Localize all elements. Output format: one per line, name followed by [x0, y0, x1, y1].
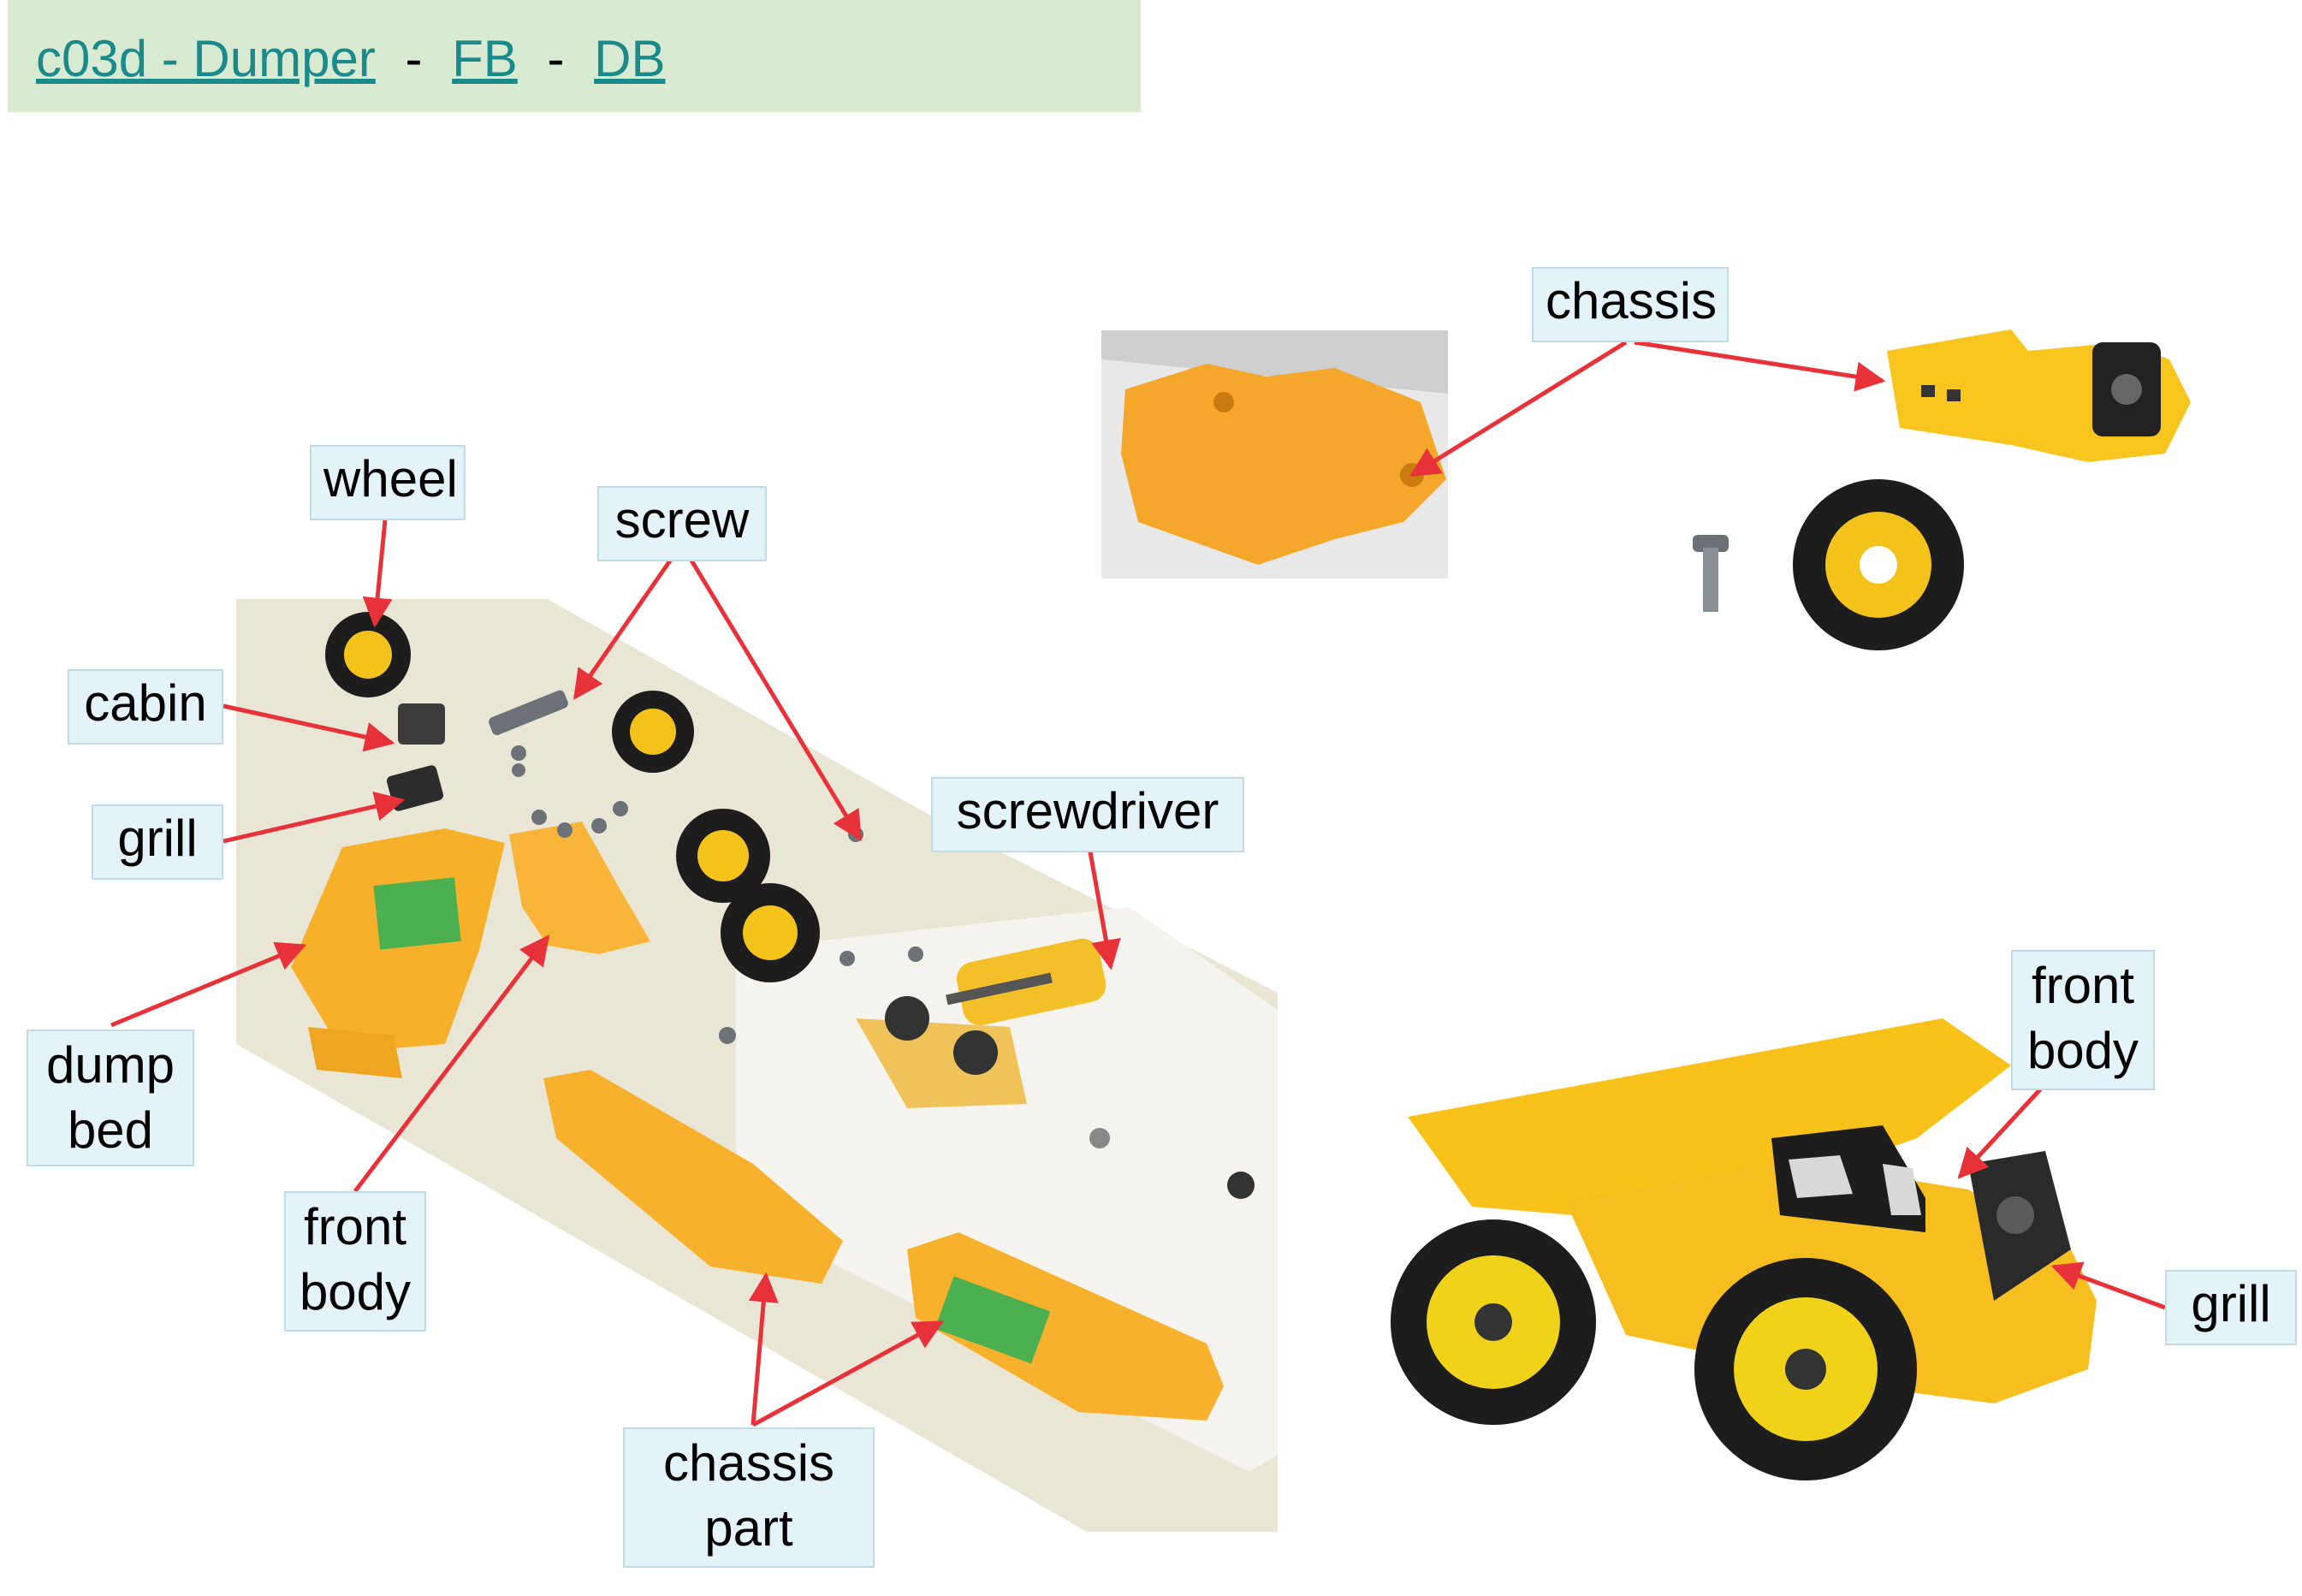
arrow-chassis-closeup — [1409, 340, 1628, 478]
fb-link[interactable]: FB — [452, 30, 518, 87]
screw-parts — [489, 690, 923, 1044]
label-text: grill — [117, 810, 198, 867]
header-links: c03d - Dumper - FB - DB — [36, 29, 666, 88]
wheel-product-photo — [1793, 479, 1964, 650]
arrow-grill-right — [2050, 1261, 2166, 1310]
label-chassis-top: chassis — [1532, 267, 1729, 342]
arrow-chassis-product — [1634, 340, 1886, 392]
separator: - — [405, 30, 423, 87]
db-link[interactable]: DB — [594, 30, 666, 87]
label-grill-right: grill — [2165, 1270, 2297, 1345]
title-link[interactable]: c03d - Dumper — [36, 30, 376, 87]
label-text: front — [303, 1198, 407, 1255]
label-text: grill — [2191, 1275, 2271, 1332]
wheel-part — [325, 612, 820, 982]
label-wheel: wheel — [310, 445, 466, 520]
label-text: body — [299, 1263, 412, 1320]
separator: - — [547, 30, 565, 87]
label-text: part — [704, 1499, 793, 1557]
arrow-dump-bed — [110, 941, 307, 1028]
label-screw: screw — [597, 486, 767, 561]
label-chassis-part: chassis part — [623, 1427, 875, 1568]
arrow-chassis-part-1 — [748, 1272, 779, 1426]
front-body-part — [509, 822, 650, 954]
dump-bed-part — [291, 828, 505, 1078]
arrow-screwdriver — [1087, 846, 1121, 970]
header-bar: c03d - Dumper - FB - DB — [8, 0, 1141, 112]
label-text: wheel — [323, 450, 458, 507]
label-grill-left: grill — [92, 804, 223, 880]
arrow-screw-1 — [573, 550, 679, 700]
label-text: dump — [45, 1036, 175, 1094]
label-text: chassis — [662, 1434, 835, 1492]
label-text: front — [2031, 957, 2135, 1014]
screw-product-photo — [1693, 535, 1729, 612]
chassis-part-pieces — [543, 1070, 1224, 1421]
label-front-body-right: front body — [2011, 950, 2155, 1090]
arrow-front-body-right — [1957, 1087, 2043, 1179]
screwdriver-part — [946, 938, 1107, 1026]
label-text: chassis — [1546, 272, 1718, 329]
label-screwdriver: screwdriver — [931, 777, 1244, 852]
label-text: screw — [614, 491, 750, 549]
label-text: screwdriver — [956, 782, 1219, 840]
arrow-wheel — [362, 519, 393, 628]
arrow-screw-2 — [684, 550, 863, 841]
parts-photo — [236, 599, 1278, 1532]
label-front-body-left: front body — [284, 1191, 426, 1332]
chassis-closeup-photo — [1101, 330, 1448, 578]
label-text: cabin — [84, 674, 207, 732]
assembled-dumper-photo — [1391, 1018, 2097, 1480]
annotation-arrows — [110, 340, 2166, 1427]
label-text: body — [2026, 1022, 2139, 1079]
label-cabin: cabin — [68, 669, 223, 745]
cabin-part — [398, 703, 445, 745]
arrow-cabin — [222, 703, 395, 752]
arrow-chassis-part-2 — [751, 1320, 945, 1427]
instruction-sheet-art — [856, 996, 1255, 1199]
label-text: bed — [67, 1101, 154, 1159]
arrow-grill-left — [222, 791, 406, 844]
arrow-front-body-left — [353, 934, 550, 1193]
label-dump-bed: dump bed — [27, 1029, 194, 1166]
chassis-product-photo — [1887, 329, 2191, 462]
